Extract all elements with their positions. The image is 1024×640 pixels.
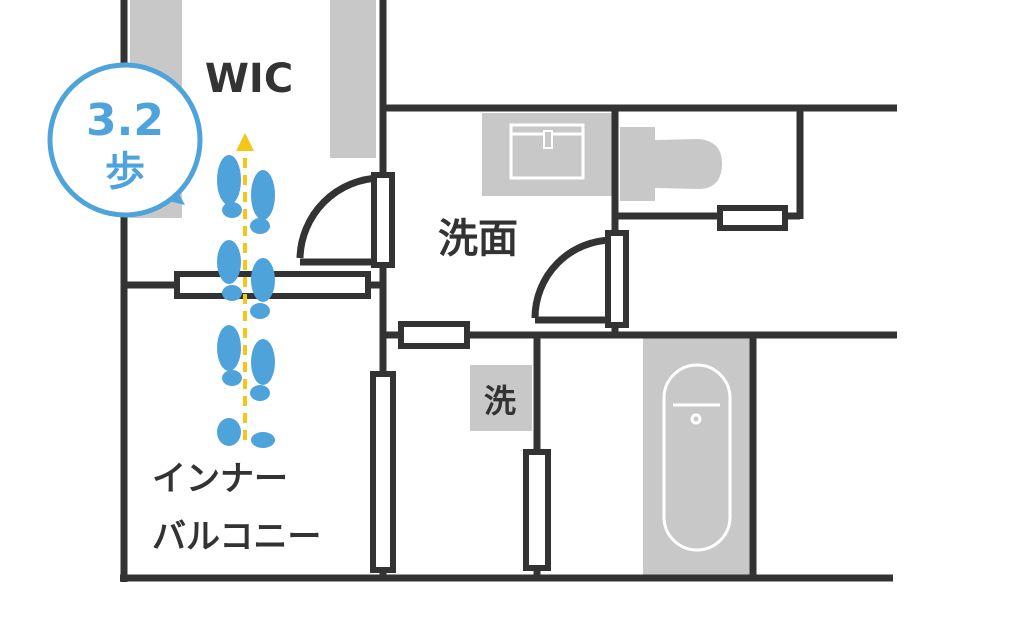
sliding-door-balcony <box>370 371 396 573</box>
step-count: 3.2 <box>86 95 164 146</box>
step-unit: 歩 <box>105 149 145 195</box>
walking-path-arrow <box>236 133 254 440</box>
room-label-wic: WIC <box>205 56 293 102</box>
bathtub <box>643 338 753 578</box>
wic-shelf-right <box>330 0 376 158</box>
footprint-icon <box>217 418 241 446</box>
sliding-door-bath <box>523 449 551 571</box>
vanity-sink <box>482 113 613 196</box>
footprint-icon <box>217 240 242 301</box>
footsteps <box>217 155 275 448</box>
footprint-icon <box>250 170 275 234</box>
room-label-washroom: 洗面 <box>438 216 518 262</box>
sliding-door-washroom <box>398 321 470 349</box>
wic-door <box>296 172 395 268</box>
footprint-icon <box>250 339 275 401</box>
footprint-icon <box>217 155 242 218</box>
step-count-badge: 3.2 歩 <box>47 62 203 218</box>
footprint-icon <box>251 432 275 448</box>
washer-label: 洗 <box>484 382 516 420</box>
footprint-icon <box>250 258 275 319</box>
footprint-icon <box>217 325 242 386</box>
room-label-balcony-1: インナー <box>152 459 288 499</box>
room-label-balcony-2: バルコニー <box>152 517 321 557</box>
washroom-door <box>531 230 629 328</box>
toilet <box>620 127 722 201</box>
washing-machine <box>470 365 532 431</box>
sliding-door-toilet <box>717 205 788 231</box>
